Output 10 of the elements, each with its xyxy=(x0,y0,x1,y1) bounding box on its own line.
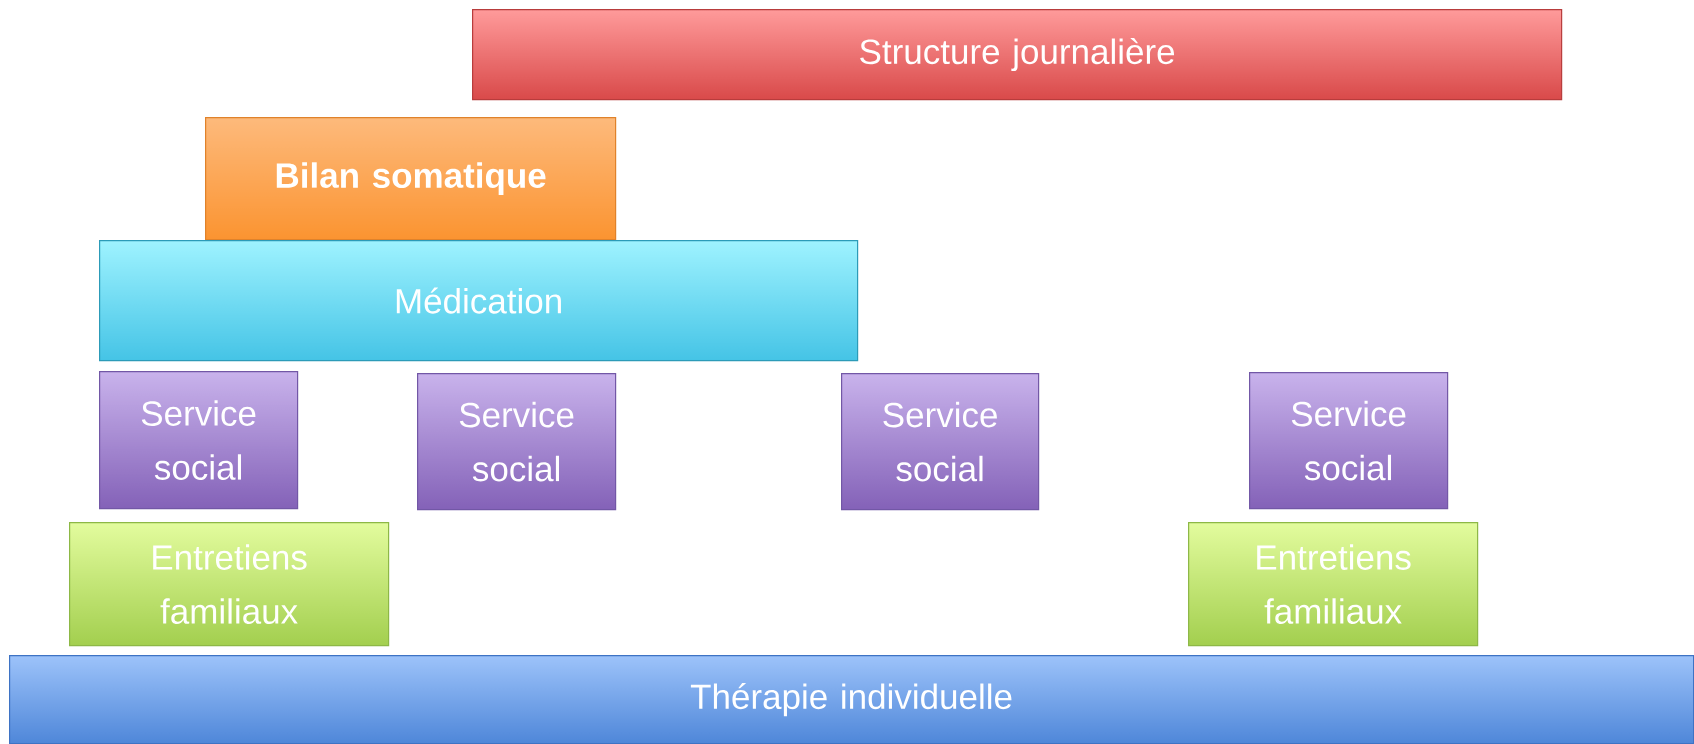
service-box: Service social xyxy=(1249,372,1449,510)
process-box: Médication xyxy=(99,240,859,362)
service-box: Service social xyxy=(841,373,1040,511)
process-box: Thérapie individuelle xyxy=(9,655,1694,744)
service-box: Service social xyxy=(417,373,617,511)
service-box: Entretiens familiaux xyxy=(69,522,390,647)
service-box: Entretiens familiaux xyxy=(1188,522,1479,647)
service-box: Service social xyxy=(99,371,299,510)
process-box: Bilan somatique xyxy=(205,117,617,241)
process-box: Structure journalière xyxy=(472,9,1563,101)
